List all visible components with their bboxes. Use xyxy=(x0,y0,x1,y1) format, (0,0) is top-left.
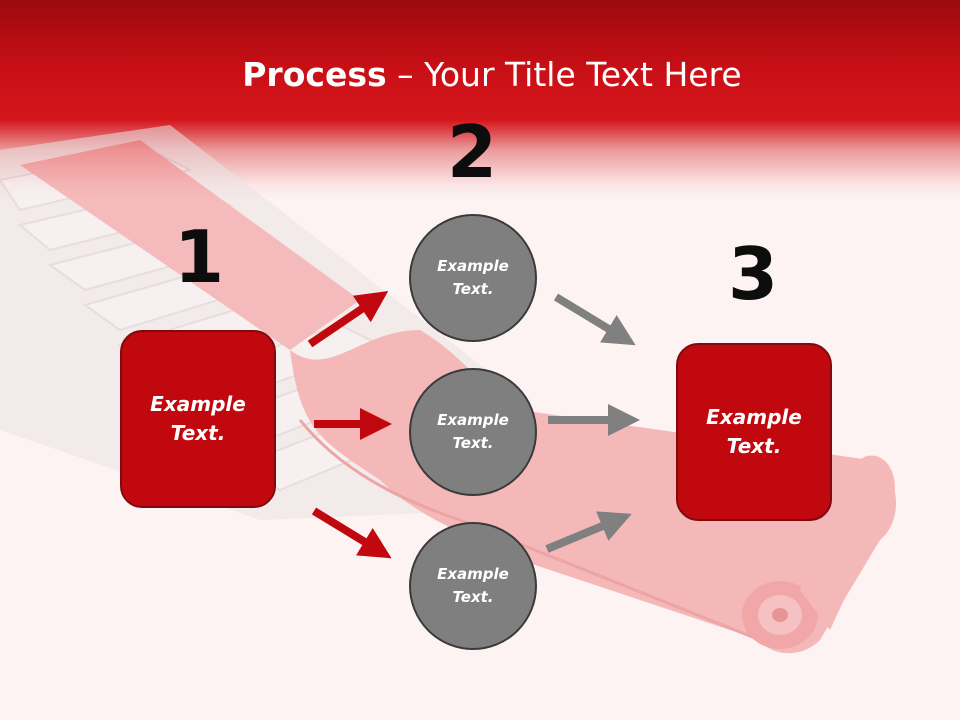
step-number-3: 3 xyxy=(727,232,779,316)
circle-top-line1: Example xyxy=(437,257,509,275)
red-arrow-down xyxy=(311,507,392,559)
step-number-2: 2 xyxy=(446,110,498,194)
gray-arrow-down xyxy=(553,293,636,346)
gray-arrow-up xyxy=(545,511,632,553)
left-box-line1: Example xyxy=(150,392,246,416)
left-box-line2: Text. xyxy=(170,421,226,445)
right-box-line1: Example xyxy=(706,405,802,429)
title-rest: – Your Title Text Here xyxy=(386,55,742,94)
title-bold: Process xyxy=(242,55,387,94)
step-number-1: 1 xyxy=(173,215,225,299)
page-title: Process – Your Title Text Here xyxy=(0,52,960,98)
right-box-line2: Text. xyxy=(726,434,782,458)
circle-top-line2: Text. xyxy=(452,280,494,298)
red-arrow-up xyxy=(307,291,389,348)
circle-middle-line2: Text. xyxy=(452,434,494,452)
circle-middle-line1: Example xyxy=(437,411,509,429)
circle-bottom-line2: Text. xyxy=(452,588,494,606)
circle-bottom-line1: Example xyxy=(437,565,509,583)
